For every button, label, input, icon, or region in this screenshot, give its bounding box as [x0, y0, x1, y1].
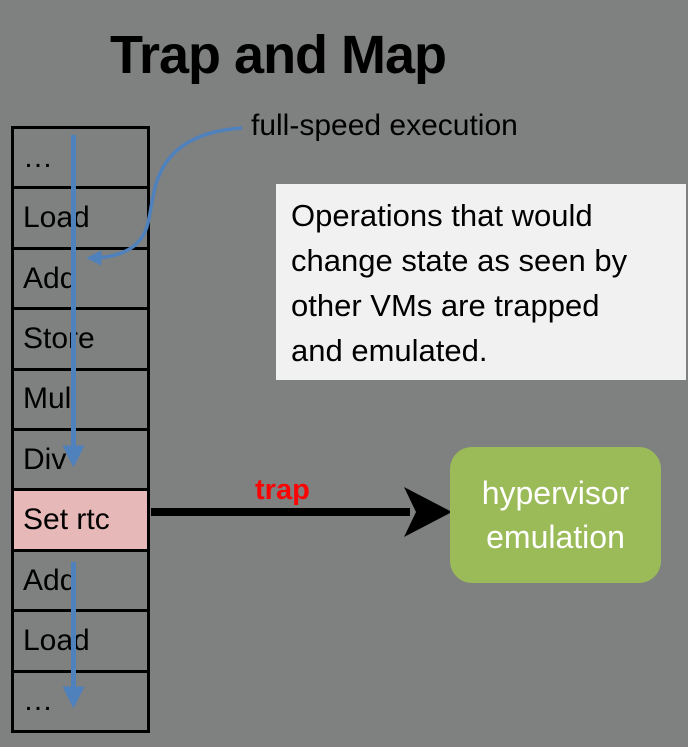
- stack-row-set-rtc-highlighted: Set rtc: [14, 491, 147, 552]
- stack-row-add-2: Add: [14, 552, 147, 613]
- stack-row-ellipsis-bottom: …: [23, 684, 53, 718]
- hypervisor-box-line: emulation: [486, 519, 625, 555]
- stack-row-store: Store: [14, 310, 147, 371]
- trap-label: trap: [255, 474, 310, 506]
- slide-title: Trap and Map: [110, 25, 447, 85]
- note-line: Operations that would: [291, 198, 593, 233]
- note-box: Operations that would change state as se…: [276, 184, 686, 380]
- stack-row-load-2: Load: [14, 612, 147, 673]
- trap-arrowhead-icon: [404, 487, 452, 537]
- note-line: change state as seen by: [291, 243, 628, 278]
- stack-row-mul: Mul: [14, 371, 147, 432]
- stack-row-div: Div: [14, 431, 147, 492]
- hypervisor-emulation-box: hypervisor emulation: [450, 447, 661, 583]
- stack-row-ellipsis-top: …: [14, 129, 147, 190]
- hypervisor-box-line: hypervisor: [481, 475, 630, 511]
- note-line: other VMs are trapped: [291, 288, 600, 323]
- stack-row-add-1: Add: [14, 250, 147, 311]
- instruction-stack: … Load Add Store Mul Div Set rtc Add Loa…: [11, 126, 150, 733]
- note-line: and emulated.: [291, 333, 488, 368]
- stack-row-load-1: Load: [14, 189, 147, 250]
- full-speed-execution-label: full-speed execution: [251, 109, 518, 142]
